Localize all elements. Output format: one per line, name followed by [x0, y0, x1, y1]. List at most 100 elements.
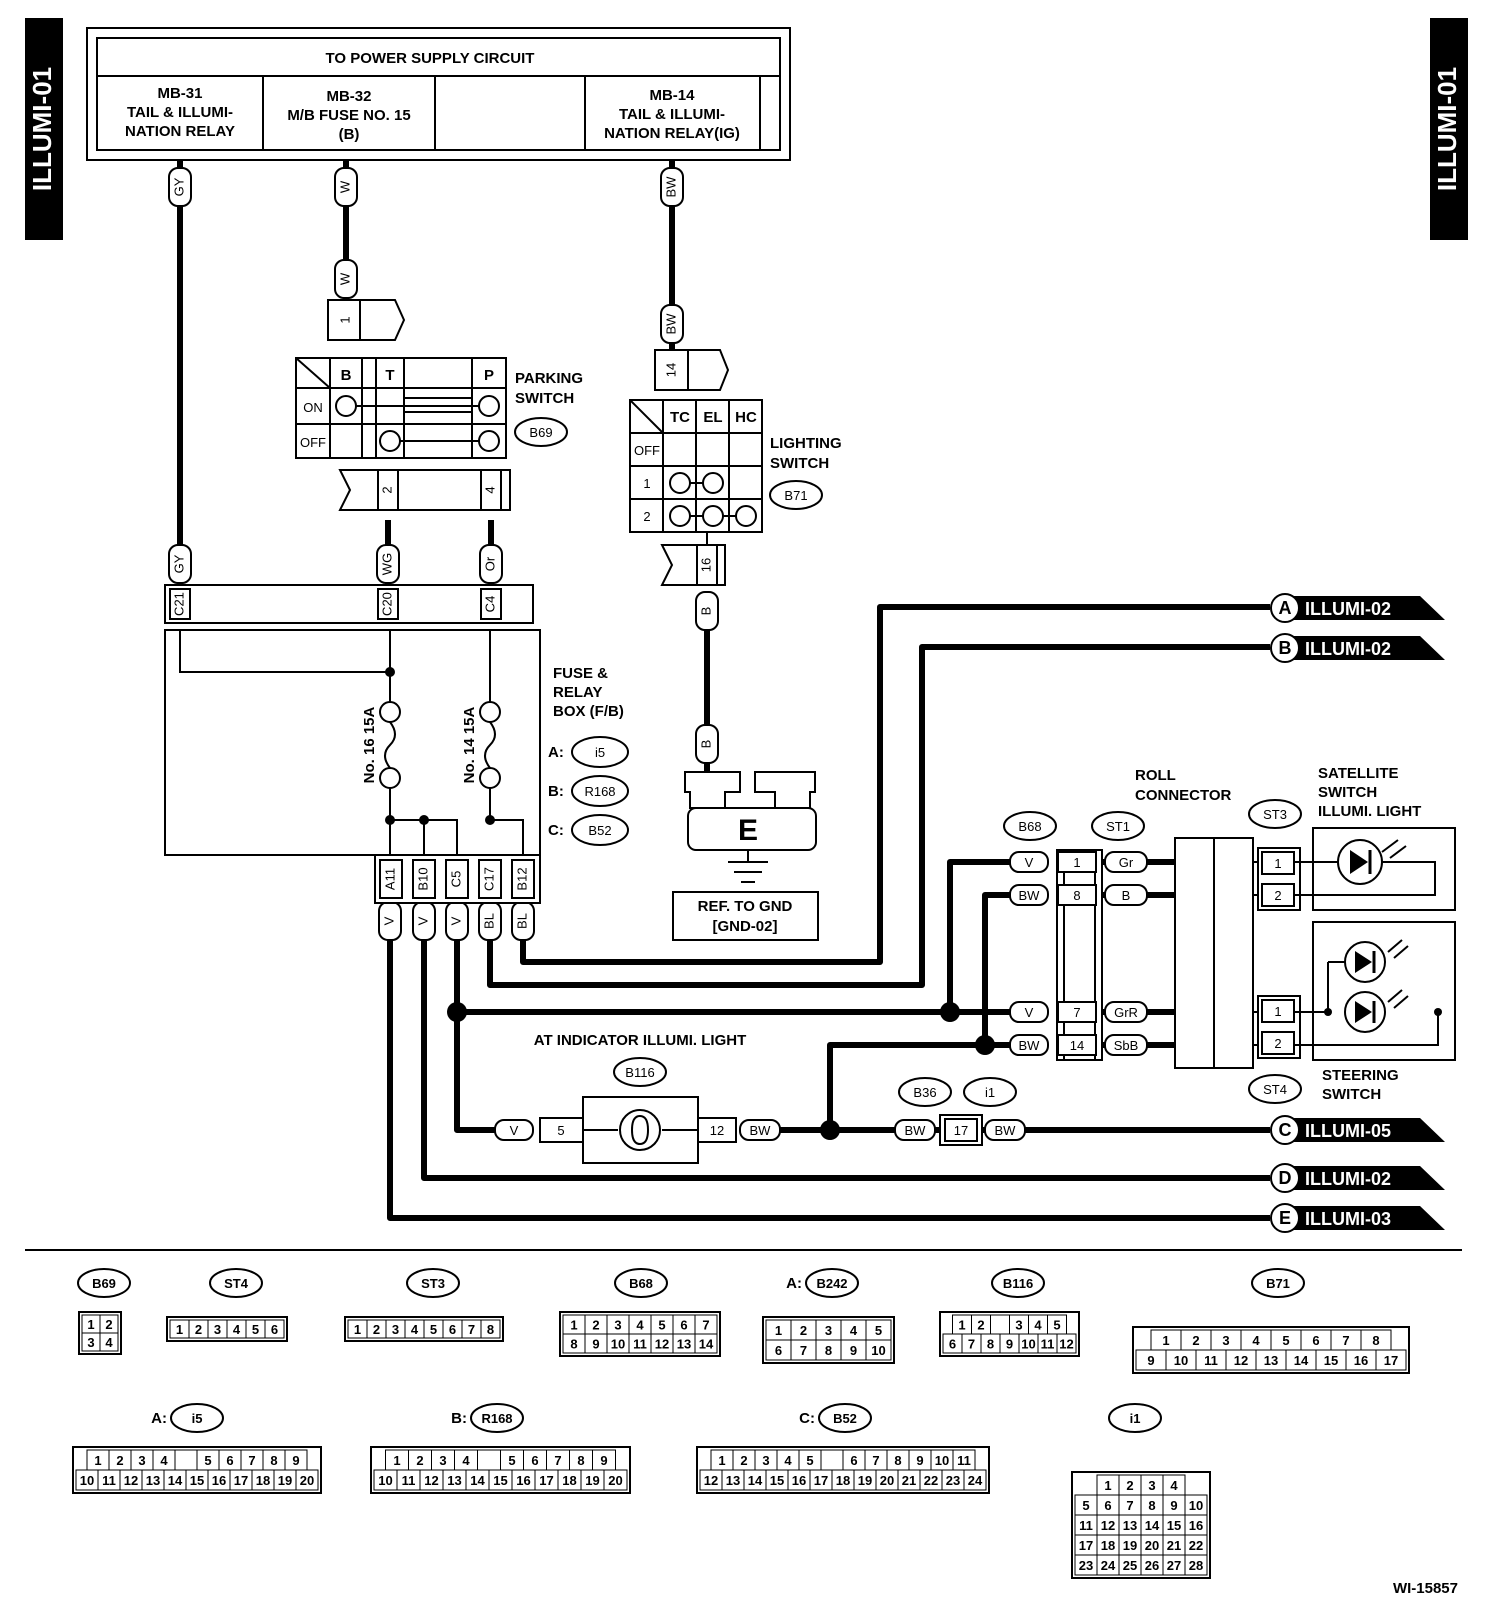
parking-col-b: B — [341, 367, 352, 384]
i1-pin-number: 11 — [1079, 1518, 1093, 1533]
joint-conn-i1: i1 — [985, 1085, 995, 1100]
fuse-box-name-3: BOX (F/B) — [553, 703, 624, 720]
roll-pin-7: 7 — [1073, 1005, 1080, 1020]
i5-pin-number: 15 — [190, 1473, 204, 1488]
b52-pin-number: 4 — [784, 1453, 792, 1468]
b68-pin-number: 1 — [570, 1318, 577, 1333]
st4-pin-number: 4 — [233, 1322, 241, 1337]
b242-view-badge — [805, 1268, 859, 1298]
roll-wire-sbb: SbB — [1104, 1034, 1148, 1056]
b242-pin-number: 2 — [800, 1323, 807, 1338]
svg-text:SbB: SbB — [1114, 1038, 1139, 1053]
svg-text:V: V — [510, 1123, 519, 1138]
i1-pin-number: 14 — [1145, 1518, 1160, 1533]
b68-pin-number: 6 — [680, 1318, 687, 1333]
roll-connector: B68 ST1 ROLL CONNECTOR 1 8 7 14 V BW V B… — [1003, 767, 1254, 1069]
i1-pin-number: 27 — [1167, 1558, 1181, 1573]
wire-label-bw-mid: BW — [660, 304, 684, 344]
b116-pin-number: 3 — [1015, 1318, 1022, 1333]
b52-pin-number: 8 — [894, 1453, 901, 1468]
b68-pin-number: 13 — [677, 1337, 691, 1352]
svg-text:WG: WG — [379, 553, 394, 575]
ps-cell-2-line1: MB-32 — [326, 88, 371, 105]
b242-pin-number: 10 — [871, 1343, 885, 1358]
lighting-row-1: 1 — [643, 476, 650, 491]
b69-view-label: B69 — [92, 1276, 116, 1291]
i1-pin-number: 2 — [1126, 1478, 1133, 1493]
st4-view-label: ST4 — [224, 1276, 249, 1291]
ground-ref-2: [GND-02] — [712, 918, 777, 935]
fuse-box-conn-b: R168 — [584, 784, 615, 799]
st3-view-badge — [406, 1268, 460, 1298]
st4-pin-number: 2 — [195, 1322, 202, 1337]
svg-text:BW: BW — [750, 1123, 772, 1138]
st3-pin-number: 1 — [354, 1322, 361, 1337]
at-pin-5: 5 — [557, 1123, 564, 1138]
svg-text:GY: GY — [171, 177, 186, 196]
i5-pin-number: 2 — [116, 1453, 123, 1468]
ps-cell-1-line3: NATION RELAY — [125, 123, 235, 140]
satellite-pin-1: 1 — [1274, 856, 1281, 871]
b52-pin-number: 12 — [704, 1473, 718, 1488]
b68-pin-number: 14 — [699, 1337, 714, 1352]
roll-wire-v-1: V — [1009, 851, 1049, 873]
r168-pin-number: 17 — [539, 1473, 553, 1488]
b242-pin-cell — [865, 1339, 892, 1361]
b52-pin-number: 24 — [968, 1473, 983, 1488]
svg-text:V: V — [448, 916, 463, 925]
fuse-box-conn-c: B52 — [588, 823, 611, 838]
parking-col-t: T — [385, 367, 394, 384]
svg-text:ILLUMI-02: ILLUMI-02 — [1305, 1169, 1391, 1189]
roll-wire-grr: GrR — [1104, 1001, 1148, 1023]
b69-pin-number: 3 — [87, 1335, 94, 1350]
b242-pin-number: 6 — [775, 1343, 782, 1358]
i5-pin-number: 1 — [94, 1453, 101, 1468]
i1-pin-number: 28 — [1189, 1558, 1203, 1573]
b116-pin-number: 2 — [977, 1318, 984, 1333]
svg-text:B: B — [1122, 888, 1131, 903]
r168-pin-number: 13 — [447, 1473, 461, 1488]
lighting-row-2: 2 — [643, 509, 650, 524]
r168-pin-number: 15 — [493, 1473, 507, 1488]
wire-label-v-a11: V — [378, 901, 402, 941]
i1-pin-number: 26 — [1145, 1558, 1159, 1573]
wire-label-v-b10: V — [412, 901, 436, 941]
st3-pin-number: 8 — [487, 1322, 494, 1337]
joint-wire-bw-left: BW — [894, 1119, 936, 1141]
parking-pin-2: 2 — [379, 486, 394, 493]
r168-pin-number: 8 — [577, 1453, 584, 1468]
wire-label-w-top: W — [334, 167, 358, 207]
roll-wire-bw-14: BW — [1009, 1034, 1049, 1056]
ps-cell-4-line3: NATION RELAY(IG) — [604, 125, 740, 142]
lighting-col-el: EL — [703, 409, 722, 426]
b71-pin-number: 3 — [1222, 1333, 1229, 1348]
b71-pin-number: 6 — [1312, 1333, 1319, 1348]
r168-pin-number: 3 — [439, 1453, 446, 1468]
b116-pin-number: 8 — [987, 1337, 994, 1352]
satellite-pin-2: 2 — [1274, 888, 1281, 903]
r168-pin-number: 6 — [531, 1453, 538, 1468]
r168-view-label: R168 — [481, 1411, 512, 1426]
svg-text:BW: BW — [905, 1123, 927, 1138]
svg-text:V: V — [381, 916, 396, 925]
fuse-no16: No. 16 15A — [361, 706, 378, 783]
svg-text:C: C — [1279, 1120, 1292, 1140]
parking-switch: B T P ON OFF PARKING SWITCH B69 — [295, 357, 583, 459]
b71-view-badge — [1251, 1268, 1305, 1298]
roll-conn-right: ST1 — [1106, 819, 1130, 834]
st3-pin-number: 2 — [373, 1322, 380, 1337]
b71-pin-number: 12 — [1234, 1353, 1248, 1368]
lighting-pin-16: 16 — [698, 558, 713, 572]
ground: E REF. TO GND [GND-02] — [672, 771, 819, 941]
at-wire-v: V — [494, 1119, 534, 1141]
svg-text:BW: BW — [663, 176, 678, 198]
i1-pin-number: 5 — [1082, 1498, 1089, 1513]
roll-pin-14: 14 — [1070, 1038, 1084, 1053]
b71-pin-number: 2 — [1192, 1333, 1199, 1348]
fuse-no14: No. 14 15A — [461, 706, 478, 783]
b52-pin-number: 16 — [792, 1473, 806, 1488]
r168-pin-number: 18 — [562, 1473, 576, 1488]
